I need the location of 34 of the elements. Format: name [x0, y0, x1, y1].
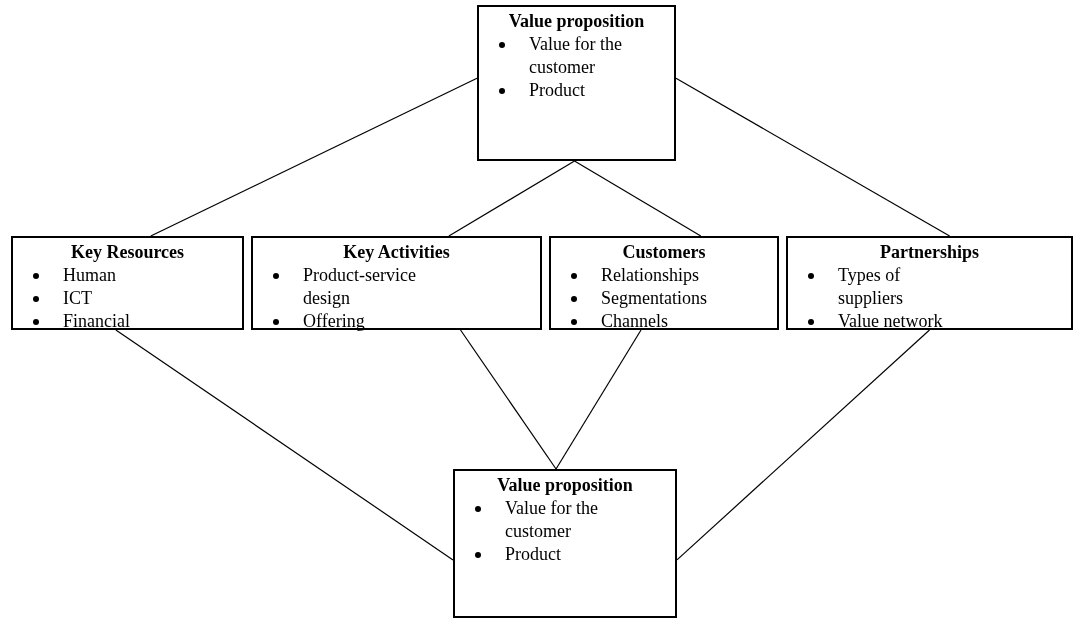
bullet-text: Value for the customer [505, 497, 599, 543]
bullet-text: Product [505, 543, 561, 566]
box-heading: Partnerships [880, 241, 979, 264]
box-heading: Value proposition [497, 474, 633, 497]
connector-line [448, 160, 576, 237]
connector-line [115, 329, 454, 561]
bullet-text: Channels [601, 310, 668, 333]
bullet-text: Value for the customer [529, 33, 623, 79]
text-box [11, 236, 244, 330]
text-box [453, 469, 677, 618]
bullet-text: Offering [303, 310, 365, 333]
text-box [549, 236, 779, 330]
connector-line [459, 329, 557, 470]
connector-line [555, 329, 642, 470]
bullet-text: Segmentations [601, 287, 707, 310]
text-box [786, 236, 1073, 330]
connector-line [150, 77, 478, 237]
bullet-text: ICT [63, 287, 92, 310]
box-heading: Key Resources [70, 241, 185, 264]
text-box [477, 5, 676, 161]
box-heading: Key Activities [343, 241, 450, 264]
text-box [251, 236, 542, 330]
bullet-text: Financial [63, 310, 130, 333]
bullet-text: Product-service design [303, 264, 417, 310]
connector-line [675, 77, 951, 237]
box-heading: Value proposition [508, 10, 645, 33]
bullet-text: Types of suppliers [838, 264, 904, 310]
connector-line [573, 160, 702, 237]
connector-line [676, 329, 931, 561]
bullet-text: Relationships [601, 264, 699, 287]
bullet-text: Product [529, 79, 585, 102]
bullet-text: Human [63, 264, 116, 287]
box-heading: Customers [622, 241, 706, 264]
bullet-text: Value network [838, 310, 943, 333]
